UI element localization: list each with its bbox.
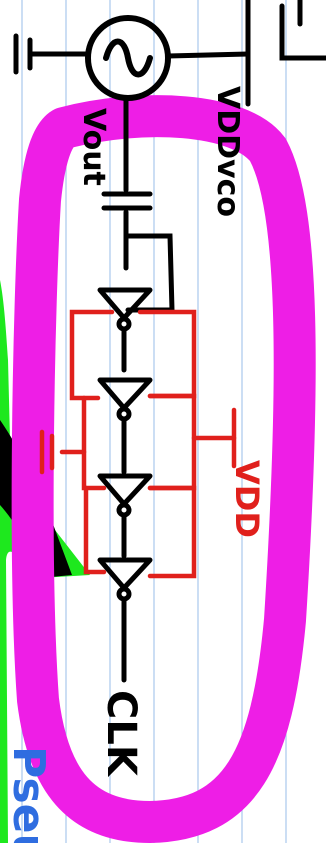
red-supply-rails bbox=[39, 309, 237, 579]
vco-source bbox=[85, 15, 171, 101]
supply-wire bbox=[165, 0, 326, 107]
inverter-chain bbox=[97, 287, 153, 683]
inverter-2 bbox=[97, 377, 153, 422]
vout-label: Vout bbox=[76, 108, 111, 186]
vddvco-label: VDDvco bbox=[210, 86, 245, 217]
ground-symbol-top bbox=[13, 33, 91, 75]
vdd-label: VDD bbox=[228, 460, 266, 538]
magenta-loop-highlight bbox=[11, 95, 316, 843]
cutoff-blue-text: Pseu bbox=[3, 746, 54, 843]
inverter-4 bbox=[97, 557, 153, 602]
clk-label: CLK bbox=[98, 690, 144, 778]
inverter-3 bbox=[97, 473, 153, 518]
